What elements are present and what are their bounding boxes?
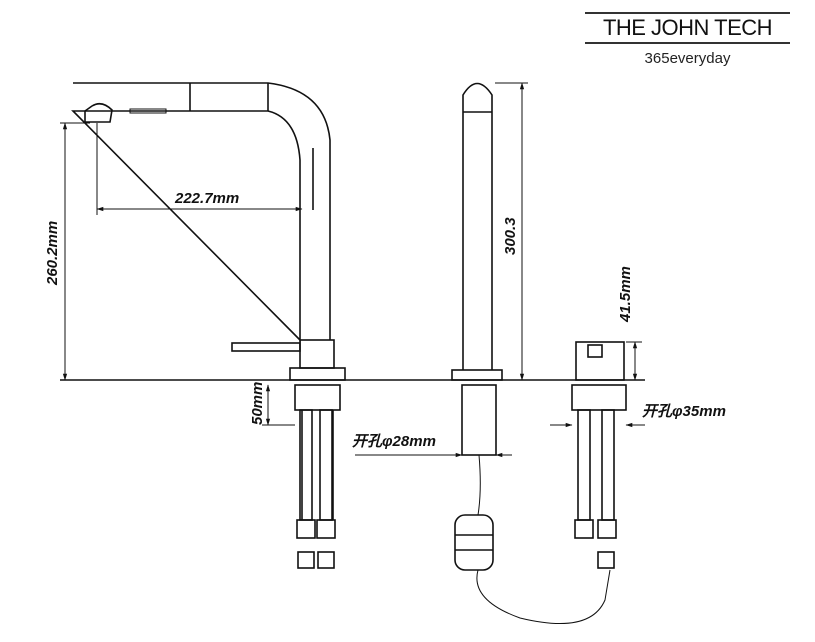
dim-body-height: 300.3 bbox=[502, 217, 519, 255]
dim-shank-length: 50mm bbox=[249, 382, 266, 425]
dim-hole-28: 开孔φ28mm bbox=[352, 433, 436, 450]
logo-rule-bottom bbox=[585, 42, 790, 44]
pull-out-faucet bbox=[71, 82, 346, 569]
dimension-lines bbox=[60, 82, 645, 458]
dim-spout-reach: 222.7mm bbox=[174, 190, 239, 207]
brand-tagline: 365everyday bbox=[644, 50, 731, 67]
straight-faucet bbox=[451, 82, 611, 624]
logo-rule-top bbox=[585, 12, 790, 14]
dim-hole-35: 开孔φ35mm bbox=[642, 403, 726, 420]
control-box bbox=[454, 514, 494, 571]
brand-name: THE JOHN TECH bbox=[602, 15, 773, 40]
dim-spout-height: 260.2mm bbox=[44, 221, 61, 286]
side-handle bbox=[571, 341, 627, 569]
dim-handle-height: 41.5mm bbox=[617, 266, 634, 323]
brand-logo: THE JOHN TECH 365everyday bbox=[585, 12, 790, 67]
